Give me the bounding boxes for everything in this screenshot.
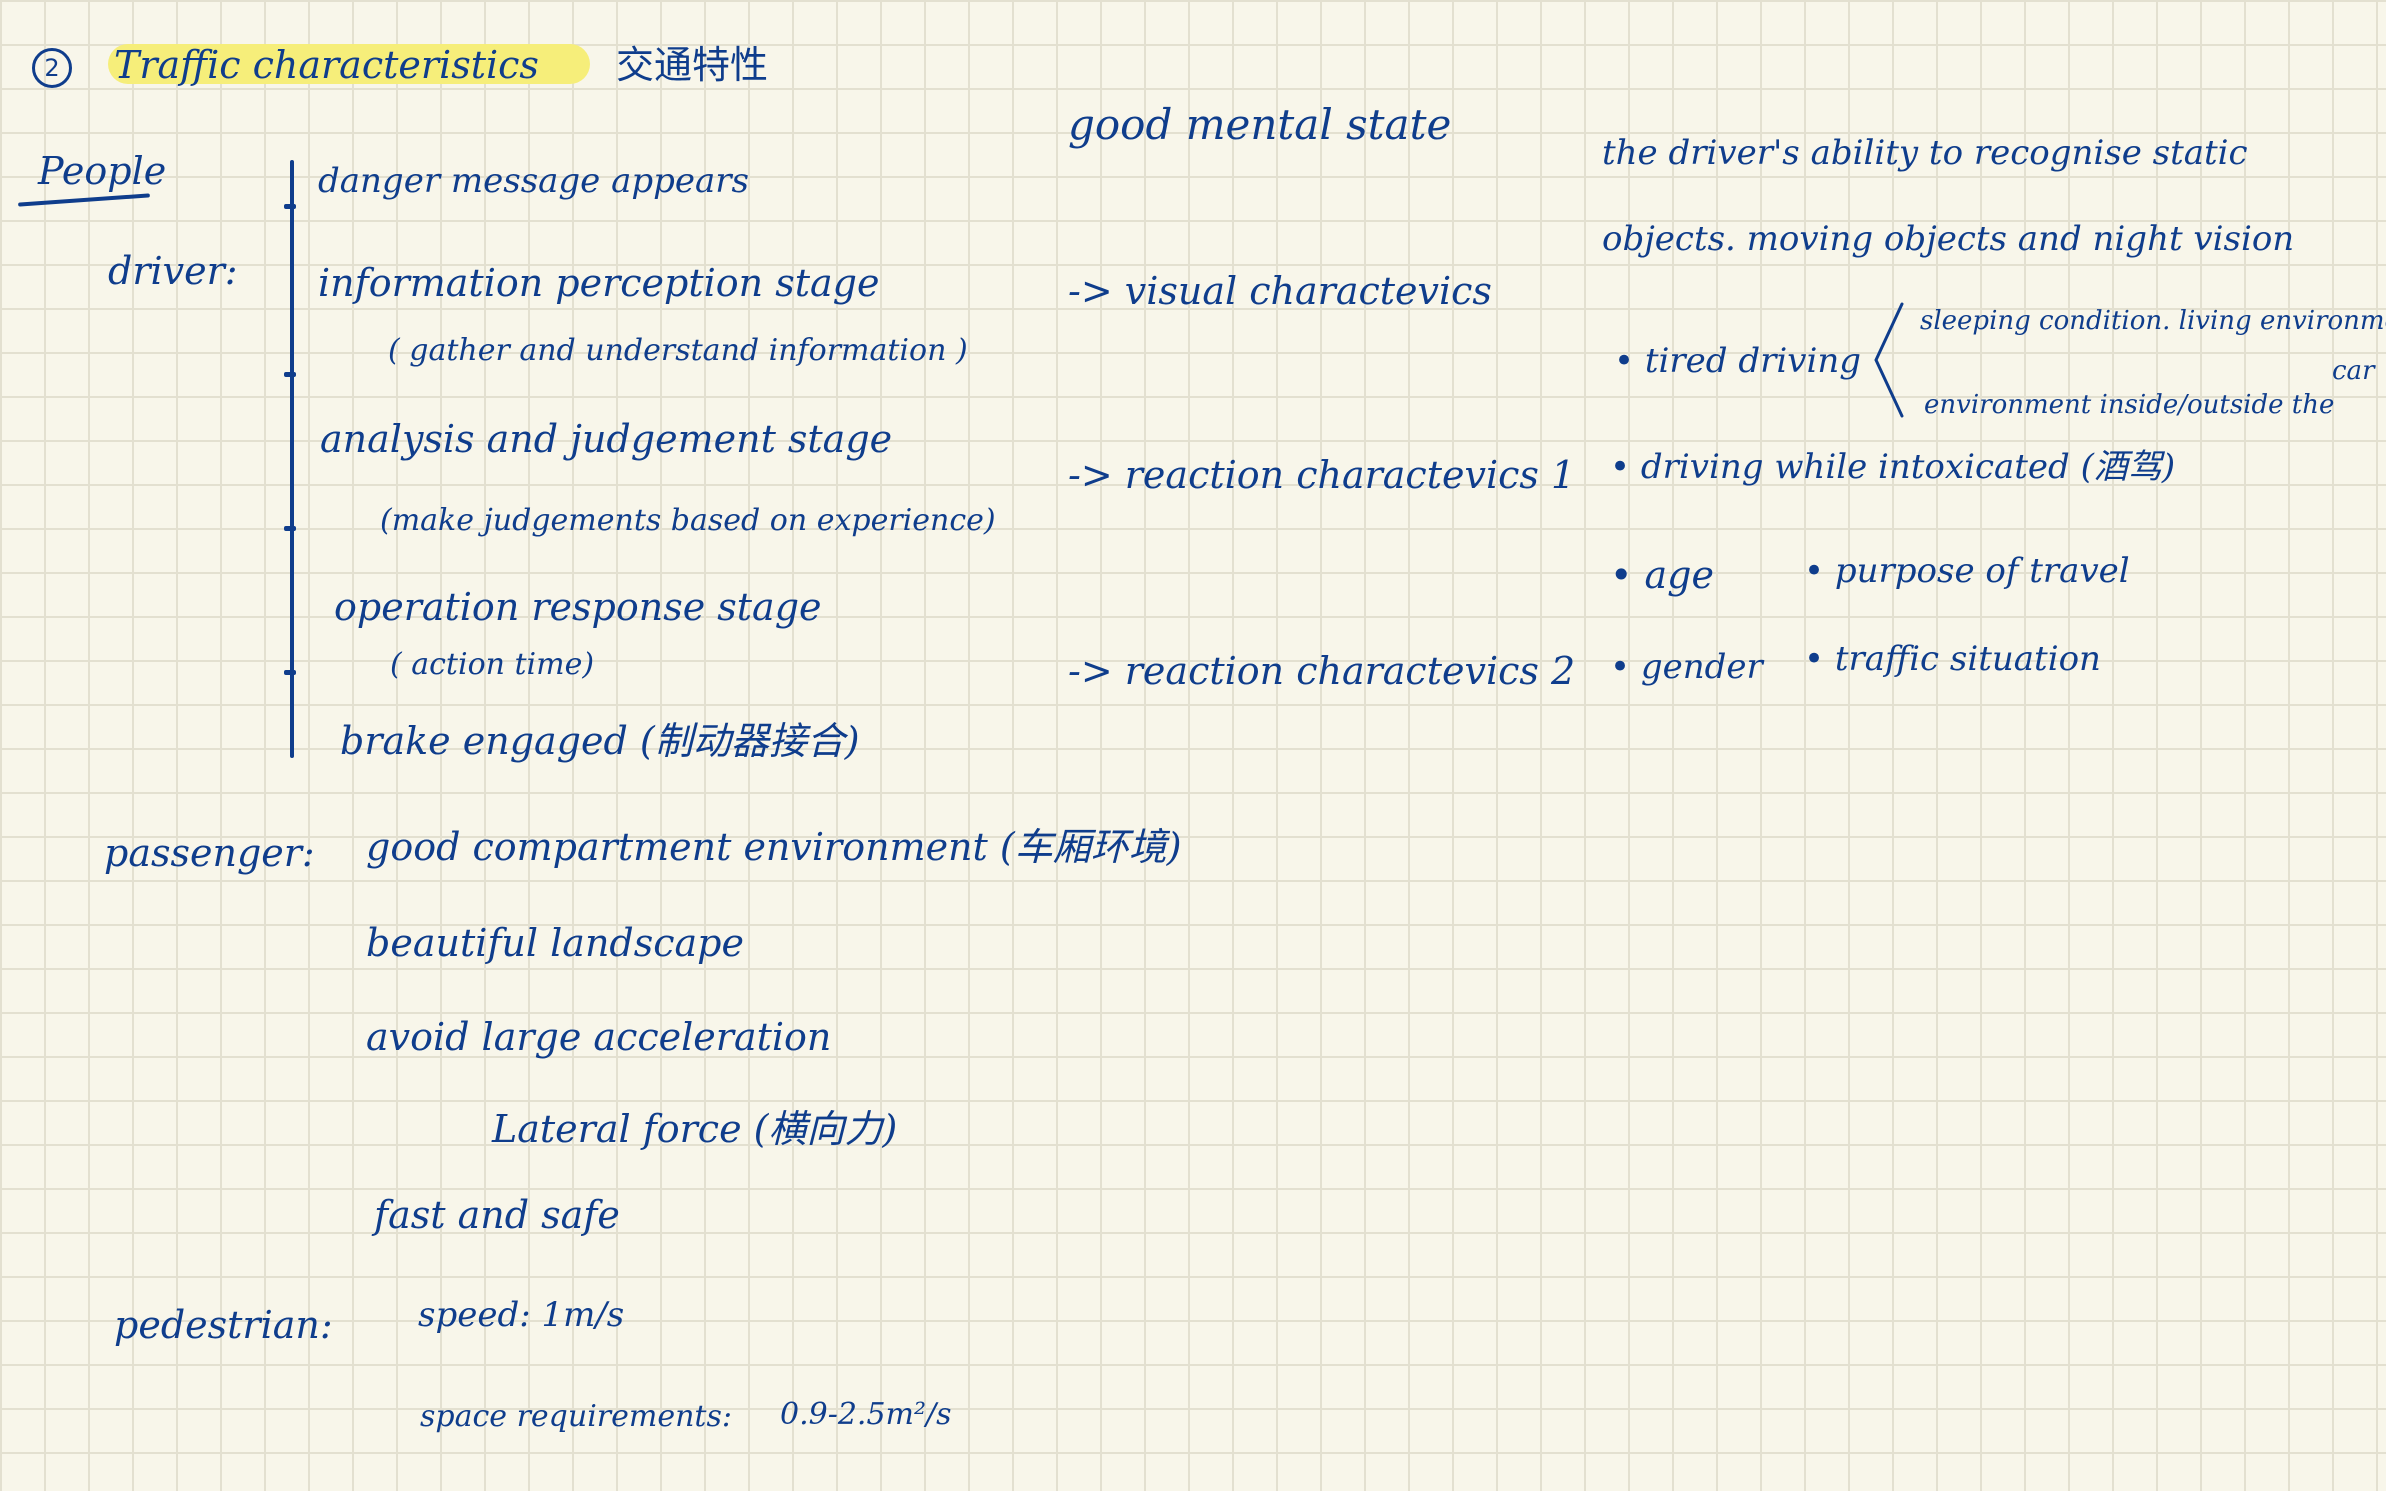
passenger-item: good compartment environment (车厢环境) xyxy=(366,825,1182,869)
passenger-item: fast and safe xyxy=(374,1193,620,1237)
pedestrian-space-value: 0.9-2.5m²/s xyxy=(780,1397,952,1432)
timeline-line xyxy=(290,160,294,758)
stage-analysis-judgement: analysis and judgement stage xyxy=(320,417,893,461)
stage-operation-note: ( action time) xyxy=(390,647,595,682)
factor-traffic-situation: • traffic situation xyxy=(1804,639,2101,679)
passenger-item: Lateral force (横向力) xyxy=(492,1107,898,1151)
passenger-label: passenger: xyxy=(104,831,315,875)
people-heading: People xyxy=(38,149,167,193)
good-mental-state: good mental state xyxy=(1068,100,1452,149)
factor-tired-driving: • tired driving xyxy=(1614,341,1861,381)
pedestrian-space-label: space requirements: xyxy=(420,1399,732,1434)
timeline-tick xyxy=(284,204,296,209)
timeline-tick xyxy=(284,372,296,377)
timeline-tick xyxy=(284,526,296,531)
people-underline xyxy=(18,193,150,207)
factor-gender: • gender xyxy=(1610,647,1763,687)
factor-age: • age xyxy=(1610,553,1714,597)
arrow-visual-characteristics: -> visual charactevics xyxy=(1068,269,1492,313)
tired-sub-car: car xyxy=(2332,356,2375,386)
passenger-item: avoid large acceleration xyxy=(366,1015,832,1059)
stage-brake-engaged: brake engaged (制动器接合) xyxy=(340,719,860,763)
pedestrian-label: pedestrian: xyxy=(114,1303,333,1347)
tired-sub-environment: environment inside/outside the xyxy=(1924,390,2335,420)
factor-purpose-of-travel: • purpose of travel xyxy=(1804,551,2130,591)
stage-analysis-note: (make judgements based on experience) xyxy=(380,503,996,538)
stage-operation-response: operation response stage xyxy=(334,585,822,629)
page-title: Traffic characteristics xyxy=(114,43,539,87)
arrow-reaction-characteristics-2: -> reaction charactevics 2 xyxy=(1068,649,1576,693)
brace-icon xyxy=(1874,302,1904,418)
visual-note-line-1: the driver's ability to recognise static xyxy=(1602,133,2248,173)
visual-note-line-2: objects. moving objects and night vision xyxy=(1602,219,2295,259)
stage-information-perception: information perception stage xyxy=(318,261,880,305)
tired-sub-sleeping: sleeping condition. living environment xyxy=(1920,306,2386,336)
stage-information-note: ( gather and understand information ) xyxy=(388,333,968,368)
factor-intoxicated: • driving while intoxicated (酒驾) xyxy=(1610,447,2176,487)
pedestrian-speed: speed: 1m/s xyxy=(418,1295,625,1335)
page-title-chinese: 交通特性 xyxy=(616,43,769,87)
title-highlight xyxy=(108,44,590,84)
section-number: 2 xyxy=(32,48,72,88)
driver-label: driver: xyxy=(108,249,238,293)
arrow-reaction-characteristics-1: -> reaction charactevics 1 xyxy=(1068,453,1576,497)
timeline-tick xyxy=(284,670,296,675)
passenger-item: beautiful landscape xyxy=(366,921,744,965)
stage-danger-message: danger message appears xyxy=(318,161,749,201)
